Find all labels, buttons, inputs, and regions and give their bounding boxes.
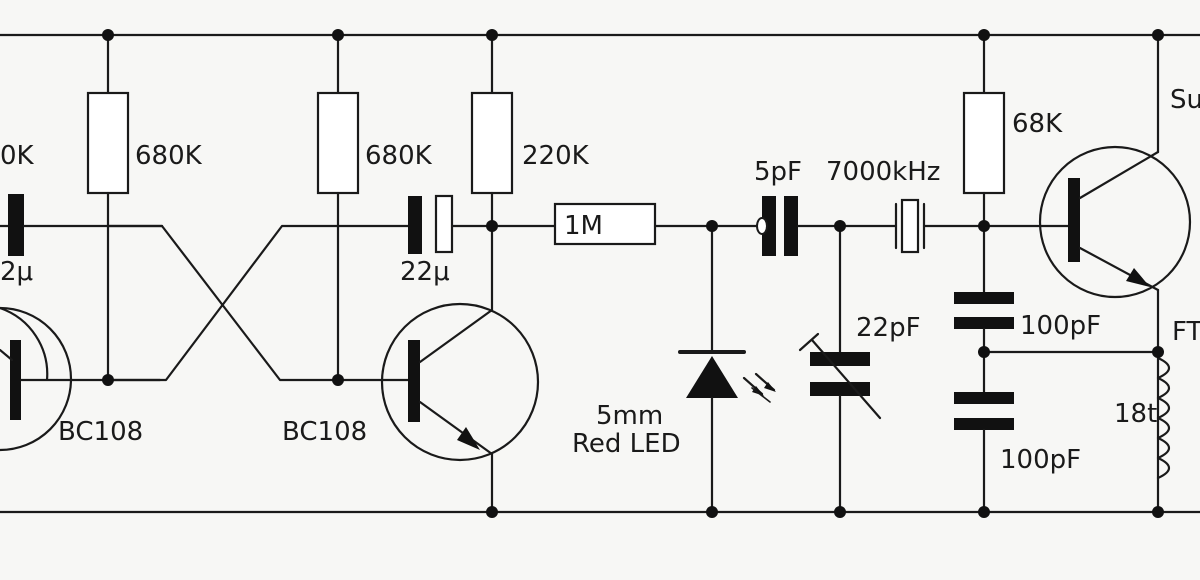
component-labels: 0K 680K 680K 220K 1M 68K 2μ 22μ 5pF 7000… (0, 85, 1200, 475)
led-triangle-icon (686, 356, 738, 398)
transistor-q3 (1038, 33, 1192, 354)
label-r3: 220K (522, 141, 590, 171)
transistor-q2-body (380, 302, 540, 462)
resistor-220k (470, 33, 514, 228)
label-c100b: 100pF (1000, 445, 1081, 475)
label-coil-turns: 18t (1114, 399, 1157, 429)
emitter-arrow-icon (457, 427, 480, 450)
label-r2: 680K (365, 141, 433, 171)
q3-emitter-arrow-icon (1126, 268, 1150, 287)
capacitor-100pf-stack (954, 224, 1160, 514)
label-c100a: 100pF (1020, 311, 1101, 341)
label-led-name: Red LED (572, 429, 681, 459)
resistor-68k (962, 33, 1006, 228)
left-capacitor-plate (8, 194, 24, 256)
label-r1: 680K (135, 141, 203, 171)
label-r5: 68K (1012, 109, 1063, 139)
resistor-680k-2 (316, 33, 412, 382)
crystal-7000khz (894, 198, 1077, 254)
label-r-left-partial: 0K (0, 141, 35, 171)
left-partial-stage (0, 194, 164, 452)
capacitor-22u (408, 194, 494, 254)
red-led (678, 224, 776, 514)
label-c-left-partial: 2μ (0, 257, 33, 287)
transistor-q3-body (1038, 145, 1192, 299)
label-c5p: 5pF (754, 157, 802, 187)
label-q1: BC108 (58, 417, 143, 447)
label-ft-partial: FT (1172, 317, 1200, 347)
resistor-1m (490, 202, 764, 246)
cross-coupling (106, 224, 410, 382)
supply-rails (0, 33, 1200, 514)
capacitor-5pf (756, 196, 898, 256)
label-top-right-partial: Su (1170, 85, 1200, 115)
trimmer-capacitor-22pf (798, 224, 882, 514)
label-xtal: 7000kHz (826, 157, 940, 187)
label-r4: 1M (564, 211, 603, 241)
resistor-680k-1 (86, 33, 130, 382)
coil-18t (1156, 350, 1171, 514)
label-c22p: 22pF (856, 313, 921, 343)
junction-dots (102, 29, 1164, 518)
label-led-size: 5mm (596, 401, 663, 431)
label-q2: BC108 (282, 417, 367, 447)
label-c22u: 22μ (400, 257, 450, 287)
transistor-q2 (380, 224, 540, 514)
